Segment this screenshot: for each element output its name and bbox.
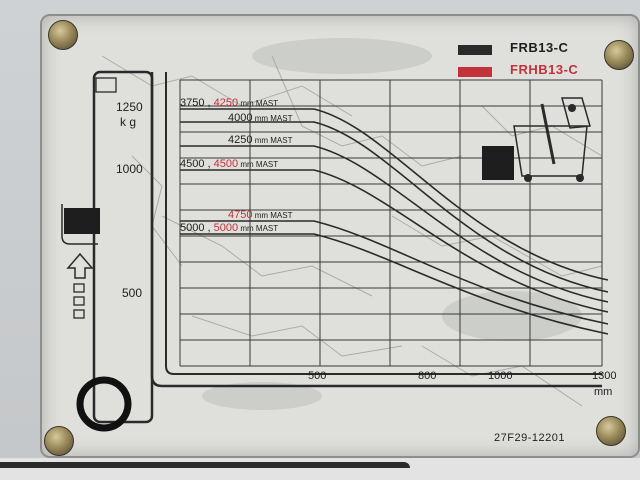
screw-top-right — [604, 40, 634, 70]
screw-bottom-right — [596, 416, 626, 446]
y-unit-label: k g — [120, 115, 137, 129]
x-tick-800: 800 — [418, 370, 437, 382]
mast-label-part: , — [204, 97, 214, 109]
forklift-pictogram-icon — [482, 97, 591, 182]
model-label-frhb13c: FRHB13-C — [510, 62, 579, 77]
mast-label-part: mm MAST — [252, 114, 293, 123]
mast-label-part: 4250 — [213, 97, 239, 109]
bracket-inner — [165, 72, 602, 375]
x-tick-1300: 1300 — [592, 370, 617, 382]
screw-bottom-left — [44, 426, 74, 456]
mast-label-part: 4250 — [228, 134, 253, 146]
x-tick-1000: 1000 — [488, 370, 513, 382]
ring-icon — [76, 376, 132, 432]
serial-number: 27F29-12201 — [494, 432, 565, 444]
bracket-outer — [150, 72, 602, 388]
mast-label-6: 5000 , 5000 mm MAST — [180, 222, 278, 234]
model-swatch-frhb13c — [458, 67, 492, 77]
x-unit-label: mm — [594, 386, 613, 398]
screw-top-left — [48, 20, 78, 50]
mast-label-part: mm MAST — [252, 211, 293, 220]
capacity-curve — [180, 220, 609, 325]
mast-label-part: 4750 — [228, 209, 253, 221]
mast-label-part: 5000 — [213, 222, 239, 234]
load-capacity-plate: FRB13-C FRHB13-C 1250 k g 1000 500 500 8… — [40, 14, 640, 458]
capacity-curve — [180, 233, 609, 335]
mast-label-part: , — [204, 158, 214, 170]
x-tick-500: 500 — [308, 370, 327, 382]
mast-label-5: 4750 mm MAST — [228, 209, 292, 221]
y-tick-500: 500 — [122, 286, 143, 300]
mast-label-part: 4000 — [228, 112, 253, 124]
mast-label-1: 3750 , 4250 mm MAST — [180, 97, 278, 109]
mast-label-part: mm MAST — [252, 136, 293, 145]
mast-label-part: 4500 — [213, 158, 239, 170]
plate-wear-texture — [101, 38, 603, 410]
mast-label-3: 4250 mm MAST — [228, 134, 292, 146]
machine-trim — [0, 462, 410, 468]
capacity-curves — [180, 108, 609, 335]
y-tick-1000: 1000 — [116, 162, 143, 176]
model-label-frb13c: FRB13-C — [510, 40, 569, 55]
y-tick-1250: 1250 — [116, 100, 143, 114]
mast-label-4: 4500 , 4500 mm MAST — [180, 158, 278, 170]
mast-label-part: , — [204, 222, 214, 234]
mast-label-part: mm MAST — [238, 99, 279, 108]
capacity-curve — [180, 121, 609, 293]
mast-label-part: mm MAST — [238, 160, 279, 169]
plate-chart-frame — [61, 70, 609, 432]
capacity-curve — [180, 145, 609, 303]
load-square-icon — [64, 208, 100, 234]
mast-label-part: 3750 — [180, 97, 205, 109]
mast-label-2: 4000 mm MAST — [228, 112, 292, 124]
model-swatch-frb13c — [458, 45, 492, 55]
lift-arrow-icon — [66, 252, 94, 279]
mast-label-part: mm MAST — [238, 224, 279, 233]
mast-label-part: 4500 — [180, 158, 205, 170]
capacity-curve — [180, 108, 609, 281]
mast-label-part: 5000 — [180, 222, 205, 234]
capacity-curve — [180, 169, 609, 313]
